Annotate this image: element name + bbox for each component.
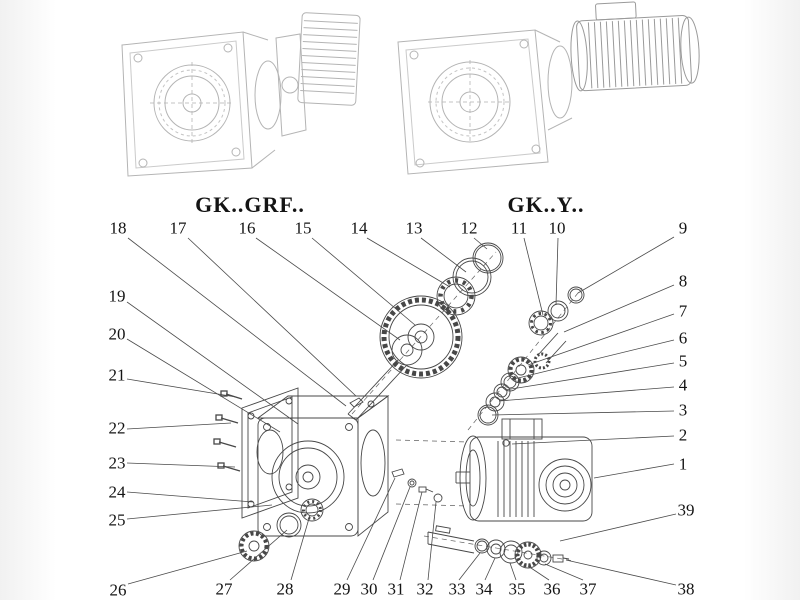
leader-line-10 — [555, 237, 559, 306]
leader-line-5 — [504, 362, 675, 391]
leader-line-12 — [473, 237, 488, 250]
leader-line-32 — [427, 501, 437, 581]
leader-line-31 — [399, 491, 423, 581]
electric-motor — [455, 418, 593, 522]
leader-line-26 — [127, 550, 248, 585]
leader-line-24 — [126, 491, 254, 503]
leader-line-34 — [484, 557, 496, 581]
output-bearing-parts — [238, 498, 324, 562]
plate-bolts — [213, 390, 243, 472]
fan-cover-grf — [297, 12, 361, 106]
leader-line-28 — [290, 514, 311, 581]
exploded-view-drawing — [213, 242, 593, 569]
cover-plate-and-bolts — [213, 387, 299, 519]
gearbox-motor-drawing-y — [397, 1, 700, 175]
variant-title-y: GK..Y.. — [507, 192, 585, 217]
output-shaft-assembly — [427, 525, 570, 569]
variant-title-grf: GK..GRF.. — [195, 192, 305, 217]
leader-line-11 — [523, 237, 544, 316]
leader-line-7 — [527, 313, 675, 366]
leader-line-8 — [563, 284, 675, 333]
leader-line-27 — [229, 529, 288, 581]
leader-line-16 — [255, 237, 401, 341]
leader-line-39 — [559, 513, 677, 542]
input-gear-stack — [347, 242, 504, 421]
leader-line-19 — [126, 301, 299, 425]
leader-line-4 — [498, 386, 675, 402]
leader-line-33 — [458, 552, 481, 581]
bevel-pinion-stack — [477, 286, 585, 426]
gearbox-drawing-grf — [121, 12, 361, 177]
leader-line-30 — [372, 486, 411, 581]
leader-line-9 — [577, 236, 675, 294]
motor-drawing-y — [570, 1, 700, 92]
leader-line-15 — [311, 237, 416, 326]
leader-line-23 — [126, 462, 236, 468]
leader-line-38 — [565, 559, 677, 586]
leader-line-36 — [527, 565, 550, 581]
leader-line-2 — [511, 435, 675, 445]
leader-line-25 — [126, 504, 273, 520]
leader-line-29 — [346, 477, 396, 581]
leader-line-37 — [544, 563, 584, 581]
assembly-axis-lines — [351, 251, 583, 562]
gear-housing — [256, 395, 390, 537]
leader-line-35 — [509, 562, 517, 581]
leader-line-6 — [513, 339, 675, 380]
small-fasteners — [391, 439, 510, 503]
leader-line-1 — [593, 463, 675, 479]
leader-line-18 — [127, 237, 347, 407]
leader-line-14 — [366, 237, 451, 288]
leader-lines — [126, 236, 677, 586]
leader-line-3 — [491, 410, 675, 416]
leader-line-20 — [126, 338, 281, 433]
leader-line-22 — [126, 422, 232, 430]
leader-line-17 — [187, 237, 357, 397]
leader-line-13 — [420, 237, 467, 273]
leader-line-21 — [126, 378, 237, 398]
